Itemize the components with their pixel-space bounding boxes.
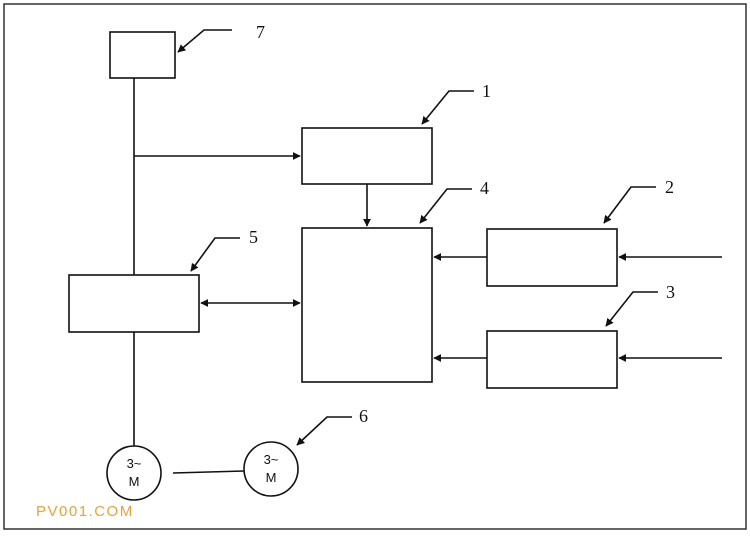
label-3: 3 <box>666 282 675 302</box>
block-1 <box>301 127 433 185</box>
motor-left-m: M <box>129 474 140 489</box>
label-5: 5 <box>249 227 258 247</box>
motor-right <box>243 441 299 497</box>
block-7 <box>109 31 176 79</box>
motor-link <box>172 470 245 474</box>
block-4 <box>301 227 433 383</box>
outer-frame <box>3 3 747 530</box>
motor-right-phase: 3~ <box>264 452 279 467</box>
motor-left-phase: 3~ <box>127 456 142 471</box>
leader-7 <box>177 29 232 53</box>
label-7: 7 <box>256 22 265 42</box>
leader-2 <box>603 186 656 224</box>
label-4: 4 <box>480 178 489 198</box>
block-3 <box>486 330 618 389</box>
label-6: 6 <box>359 406 368 426</box>
label-2: 2 <box>665 177 674 197</box>
leader-5 <box>190 237 240 272</box>
leader-1 <box>421 90 474 125</box>
label-1: 1 <box>482 81 491 101</box>
watermark: PV001.COM <box>36 503 134 520</box>
block-5 <box>68 274 200 333</box>
motor-left <box>106 445 162 501</box>
motor-right-m: M <box>266 470 277 485</box>
leader-3 <box>605 291 658 327</box>
leader-4 <box>419 188 472 224</box>
leader-6 <box>296 416 352 446</box>
block-2 <box>486 228 618 287</box>
